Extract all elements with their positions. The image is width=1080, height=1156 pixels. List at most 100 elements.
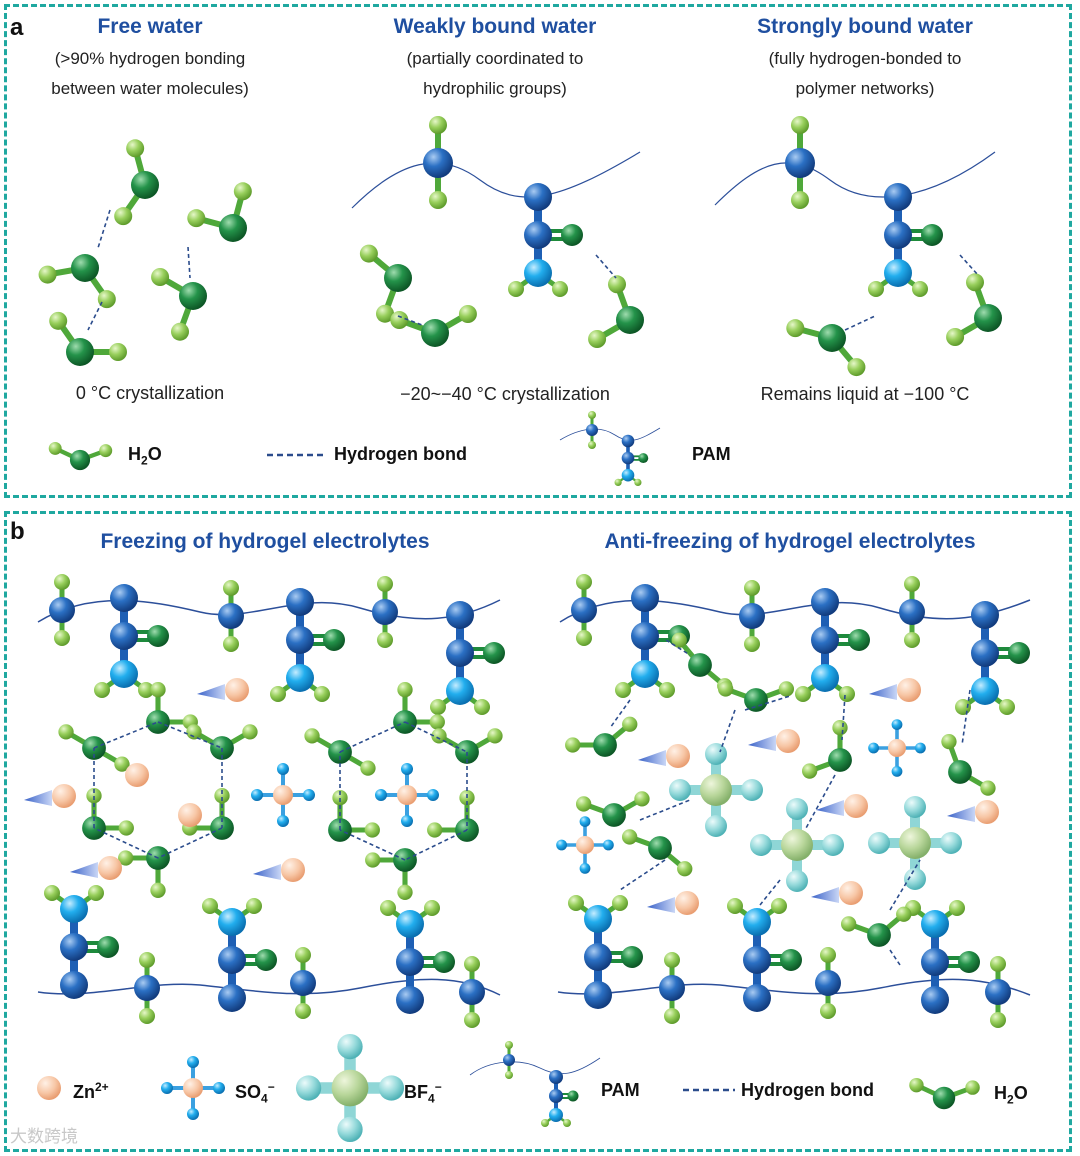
carbon-atom xyxy=(971,639,999,667)
hydrogen-atom xyxy=(88,885,104,901)
hydrogen-atom xyxy=(608,275,626,293)
carbon-atom xyxy=(584,943,612,971)
zinc-ion xyxy=(666,744,690,768)
hydrogen-atom xyxy=(820,947,836,963)
hydrogen-atom xyxy=(771,898,787,914)
carbon-atom xyxy=(631,584,659,612)
fluorine-atom xyxy=(669,779,691,801)
zinc-ion xyxy=(897,678,921,702)
fluorine-atom xyxy=(337,1034,362,1059)
carbon-atom xyxy=(218,984,246,1012)
pam-backbone-carbon xyxy=(659,952,685,1024)
polymer-backbone xyxy=(352,152,640,208)
hydrogen-atom xyxy=(909,1078,923,1092)
oxygen-atom xyxy=(401,763,413,775)
oxygen-atom xyxy=(580,816,591,827)
hydrogen-atom xyxy=(946,328,964,346)
oxygen-atom xyxy=(744,688,768,712)
hydrogen-bond xyxy=(94,722,158,748)
pam-amide-group xyxy=(380,900,455,1014)
pam-amide-group xyxy=(508,183,583,297)
water-molecule xyxy=(360,245,412,323)
sulfate-ion xyxy=(868,719,926,777)
carbon-atom xyxy=(815,970,841,996)
pam-backbone-carbon xyxy=(372,576,398,648)
fluorine-atom xyxy=(786,798,808,820)
hydrogen-atom xyxy=(727,898,743,914)
fluorine-atom xyxy=(705,815,727,837)
hydrogen-atom xyxy=(270,686,286,702)
hydrogen-atom xyxy=(508,281,524,297)
hydrogen-atom xyxy=(139,1008,155,1024)
water-molecule xyxy=(328,790,380,842)
carbon-atom xyxy=(549,1089,563,1103)
pam-backbone-carbon xyxy=(985,956,1011,1028)
carbon-atom xyxy=(423,148,453,178)
pam-backbone-carbon xyxy=(290,947,316,1019)
hydrogen-bond xyxy=(98,210,110,248)
carbon-atom xyxy=(811,626,839,654)
hydrogen-atom xyxy=(202,898,218,914)
carbon-atom xyxy=(446,601,474,629)
carbon-atom xyxy=(743,946,771,974)
hydrogen-atom xyxy=(568,895,584,911)
hydrogen-atom xyxy=(44,885,60,901)
hydrogen-atom xyxy=(474,699,490,715)
carbon-atom xyxy=(459,979,485,1005)
water-molecule xyxy=(187,182,252,242)
hydrogen-atom xyxy=(234,182,252,200)
pam-backbone-carbon xyxy=(218,580,244,652)
oxygen-atom xyxy=(303,789,315,801)
pam-amide-group xyxy=(868,183,943,297)
pam-amide-group xyxy=(905,900,980,1014)
hydrogen-atom xyxy=(941,734,956,749)
carbon-atom xyxy=(985,979,1011,1005)
nitrogen-atom xyxy=(446,677,474,705)
carbon-atom xyxy=(971,601,999,629)
pam-backbone-carbon xyxy=(134,952,160,1024)
solvation-wedge xyxy=(869,684,897,700)
hydrogen-atom xyxy=(980,781,995,796)
carbon-atom xyxy=(586,424,598,436)
carbon-atom xyxy=(110,622,138,650)
pam-backbone-carbon xyxy=(49,574,75,646)
hydrogen-atom xyxy=(999,699,1015,715)
hydrogen-atom xyxy=(114,207,132,225)
carbonyl-oxygen xyxy=(621,946,643,968)
hydrogen-atom xyxy=(430,699,446,715)
polymer-backbone xyxy=(560,600,1030,622)
water-molecule xyxy=(941,734,995,796)
hydrogen-atom xyxy=(314,686,330,702)
pam-amide-group xyxy=(541,1070,579,1127)
carbon-atom xyxy=(60,933,88,961)
hydrogen-bond xyxy=(620,860,665,890)
hydrogen-atom xyxy=(779,681,794,696)
carbon-atom xyxy=(218,946,246,974)
zinc-ion xyxy=(125,763,149,787)
solvation-wedge xyxy=(197,684,225,700)
hydrogen-atom xyxy=(622,717,637,732)
water-molecule xyxy=(841,907,911,947)
oxygen-atom xyxy=(66,338,94,366)
water-molecule xyxy=(82,788,134,840)
oxygen-atom xyxy=(580,863,591,874)
sulfate-ion xyxy=(556,816,614,874)
hydrogen-atom xyxy=(365,822,380,837)
carbon-atom xyxy=(218,603,244,629)
carbonyl-oxygen xyxy=(323,629,345,651)
nitrogen-atom xyxy=(60,895,88,923)
fluorine-atom xyxy=(705,743,727,765)
hydrogen-atom xyxy=(49,312,67,330)
carbonyl-oxygen xyxy=(483,642,505,664)
water-molecule xyxy=(365,848,417,900)
carbon-atom xyxy=(921,948,949,976)
hydrogen-atom xyxy=(150,883,165,898)
hydrogen-atom xyxy=(965,1080,979,1094)
hydrogen-atom xyxy=(659,682,675,698)
hydrogen-atom xyxy=(429,116,447,134)
carbon-atom xyxy=(884,221,912,249)
hydrogen-atom xyxy=(576,796,591,811)
carbon-atom xyxy=(524,221,552,249)
hydrogen-atom xyxy=(150,682,165,697)
pam-backbone-carbon xyxy=(899,576,925,648)
